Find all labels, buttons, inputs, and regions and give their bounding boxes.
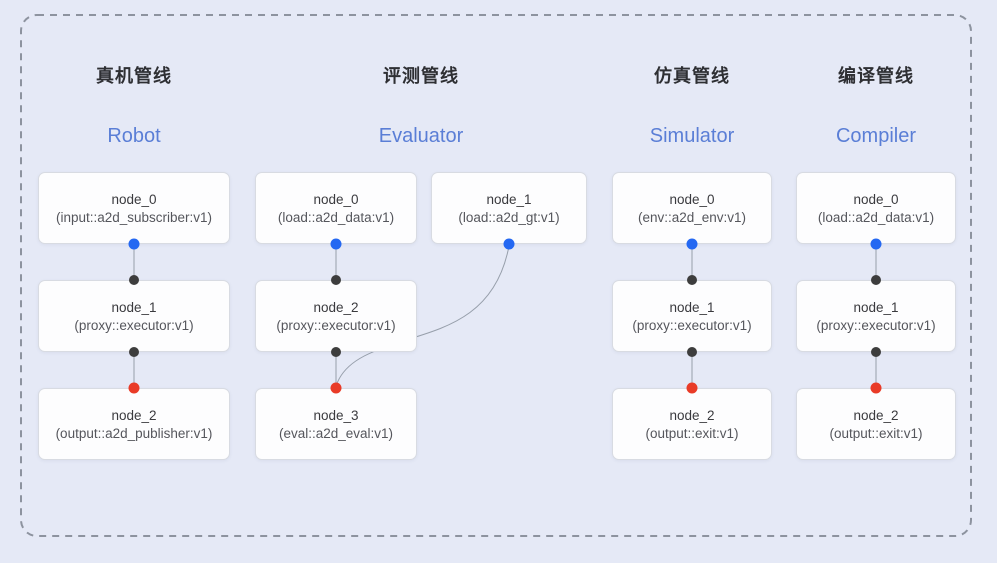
node-type: (output::exit:v1) [645, 425, 739, 441]
node-name: node_2 [853, 407, 899, 423]
pipeline-subtitle-simulator: Simulator [649, 125, 735, 147]
node-name: node_2 [313, 299, 359, 315]
node-type: (load::a2d_data:v1) [817, 209, 935, 225]
node-type: (output::exit:v1) [829, 425, 923, 441]
node-type: (output::a2d_publisher:v1) [55, 425, 213, 441]
node-name: node_1 [111, 299, 157, 315]
dashed-frame [20, 14, 972, 537]
node-robot-0[interactable]: node_0 (input::a2d_subscriber:v1) [38, 172, 230, 244]
node-name: node_1 [486, 191, 532, 207]
pipeline-title-compiler: 编译管线 [838, 66, 914, 86]
node-robot-1[interactable]: node_1 (proxy::executor:v1) [38, 280, 230, 352]
node-compiler-1[interactable]: node_1 (proxy::executor:v1) [796, 280, 956, 352]
node-type: (env::a2d_env:v1) [637, 209, 747, 225]
node-name: node_2 [669, 407, 715, 423]
node-type: (proxy::executor:v1) [74, 317, 194, 333]
node-evaluator-3[interactable]: node_3 (eval::a2d_eval:v1) [255, 388, 417, 460]
node-name: node_2 [111, 407, 157, 423]
node-name: node_0 [111, 191, 157, 207]
pipeline-subtitle-robot: Robot [107, 125, 161, 147]
node-type: (load::a2d_data:v1) [277, 209, 395, 225]
node-type: (load::a2d_gt:v1) [458, 209, 560, 225]
node-name: node_0 [669, 191, 715, 207]
pipeline-title-evaluator: 评测管线 [383, 66, 459, 86]
node-name: node_0 [853, 191, 899, 207]
node-type: (proxy::executor:v1) [816, 317, 936, 333]
node-simulator-0[interactable]: node_0 (env::a2d_env:v1) [612, 172, 772, 244]
node-name: node_3 [313, 407, 359, 423]
node-evaluator-2[interactable]: node_2 (proxy::executor:v1) [255, 280, 417, 352]
pipeline-subtitle-compiler: Compiler [835, 125, 917, 147]
node-name: node_1 [669, 299, 715, 315]
pipeline-title-robot: 真机管线 [96, 66, 172, 86]
node-evaluator-0[interactable]: node_0 (load::a2d_data:v1) [255, 172, 417, 244]
node-name: node_1 [853, 299, 899, 315]
node-type: (proxy::executor:v1) [276, 317, 396, 333]
node-robot-2[interactable]: node_2 (output::a2d_publisher:v1) [38, 388, 230, 460]
node-compiler-2[interactable]: node_2 (output::exit:v1) [796, 388, 956, 460]
node-type: (eval::a2d_eval:v1) [278, 425, 394, 441]
node-type: (proxy::executor:v1) [632, 317, 752, 333]
node-simulator-2[interactable]: node_2 (output::exit:v1) [612, 388, 772, 460]
node-evaluator-1[interactable]: node_1 (load::a2d_gt:v1) [431, 172, 587, 244]
node-simulator-1[interactable]: node_1 (proxy::executor:v1) [612, 280, 772, 352]
pipeline-subtitle-evaluator: Evaluator [378, 125, 464, 147]
node-type: (input::a2d_subscriber:v1) [55, 209, 213, 225]
node-compiler-0[interactable]: node_0 (load::a2d_data:v1) [796, 172, 956, 244]
pipeline-title-simulator: 仿真管线 [654, 66, 730, 86]
node-name: node_0 [313, 191, 359, 207]
